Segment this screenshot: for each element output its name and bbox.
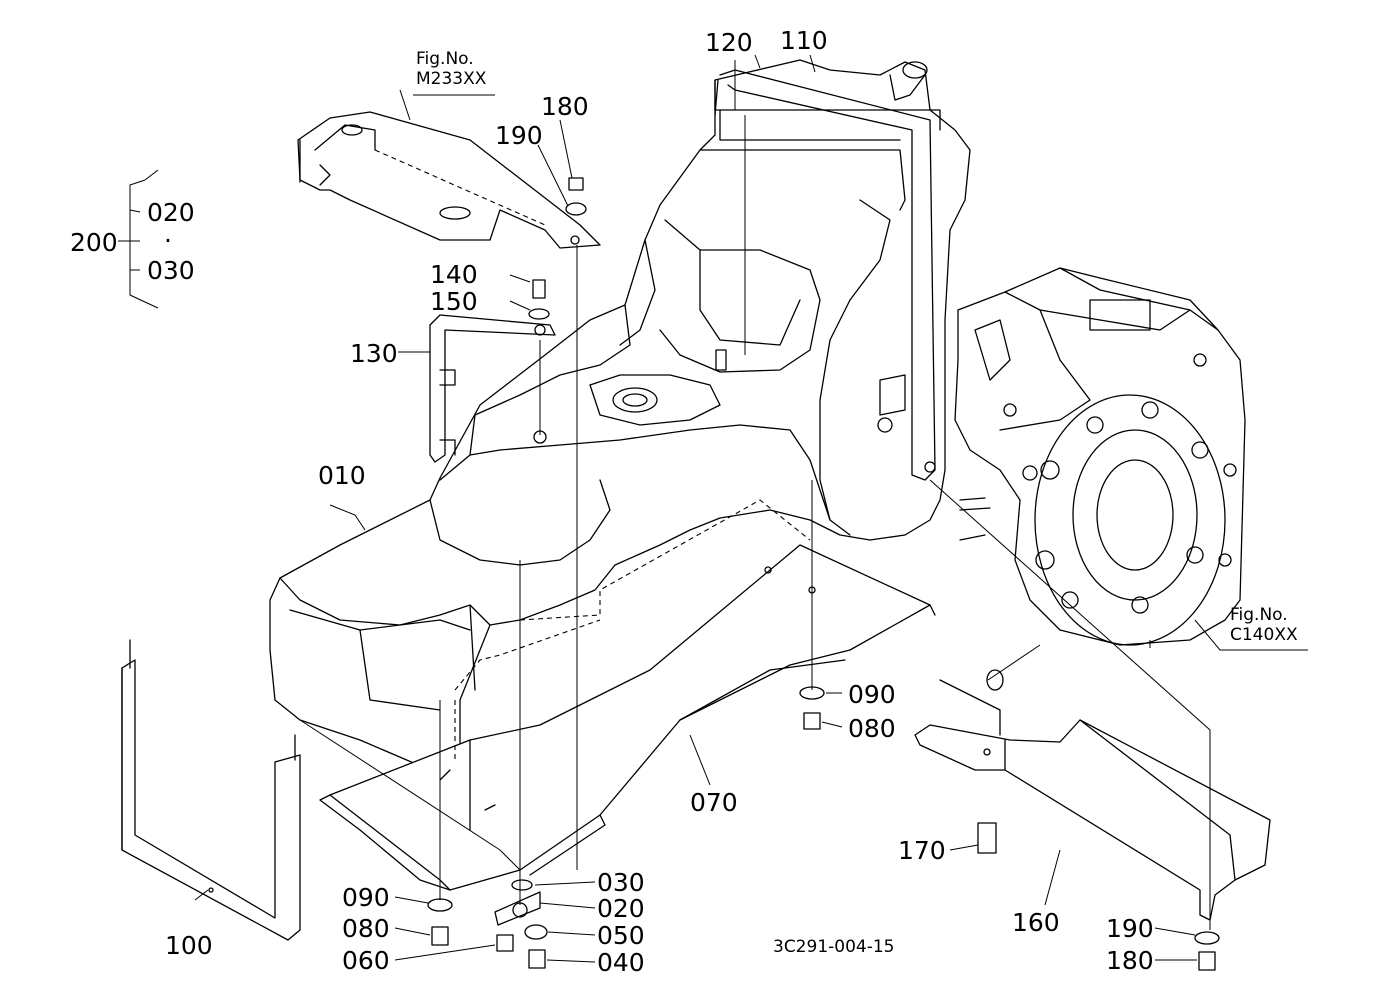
part-label-030: 030 bbox=[597, 868, 645, 897]
part-label-120: 120 bbox=[705, 28, 753, 57]
center-lines bbox=[299, 245, 1211, 930]
part-label-040: 040 bbox=[597, 948, 645, 977]
fig-ref-right[interactable]: Fig.No. C140XX bbox=[1230, 605, 1298, 645]
part-label-080-left: 080 bbox=[342, 914, 390, 943]
leader-lines bbox=[118, 54, 1255, 963]
group-label-separator: · bbox=[164, 226, 172, 255]
fuel-tank bbox=[269, 59, 971, 771]
fig-ref-underlines bbox=[413, 94, 1308, 651]
part-label-070: 070 bbox=[690, 788, 738, 817]
part-label-160: 160 bbox=[1012, 908, 1060, 937]
fig-ref-top-line1: Fig.No. bbox=[416, 49, 474, 69]
part-label-050: 050 bbox=[597, 921, 645, 950]
part-label-140: 140 bbox=[430, 260, 478, 289]
part-label-200: 200 bbox=[70, 228, 118, 257]
part-label-090-right: 090 bbox=[848, 680, 896, 709]
bracket-m233xx bbox=[297, 111, 601, 249]
strap-120 bbox=[714, 69, 936, 481]
transmission-housing bbox=[954, 267, 1246, 646]
strap-100 bbox=[121, 639, 301, 941]
bracket-130 bbox=[429, 314, 556, 463]
part-label-180-top: 180 bbox=[541, 92, 589, 121]
fig-ref-top[interactable]: Fig.No. M233XX bbox=[416, 49, 487, 89]
part-label-110: 110 bbox=[780, 26, 828, 55]
part-label-090-left: 090 bbox=[342, 883, 390, 912]
fig-ref-right-line2: C140XX bbox=[1230, 624, 1298, 645]
fig-ref-top-line2: M233XX bbox=[416, 68, 487, 89]
part-label-100: 100 bbox=[165, 931, 213, 960]
part-label-180-bottom: 180 bbox=[1106, 946, 1154, 975]
hardware bbox=[427, 177, 1220, 971]
group-label-030: 030 bbox=[147, 256, 195, 285]
part-label-080-right: 080 bbox=[848, 714, 896, 743]
part-label-010: 010 bbox=[318, 461, 366, 490]
fig-ref-right-line1: Fig.No. bbox=[1230, 605, 1288, 625]
bracket-160 bbox=[914, 669, 1271, 921]
part-label-190-top: 190 bbox=[495, 121, 543, 150]
part-label-060: 060 bbox=[342, 946, 390, 975]
part-label-150: 150 bbox=[430, 287, 478, 316]
drawing-code: 3C291-004-15 bbox=[773, 937, 895, 957]
part-label-020: 020 bbox=[597, 894, 645, 923]
part-label-190-bottom: 190 bbox=[1106, 914, 1154, 943]
part-label-130: 130 bbox=[350, 339, 398, 368]
part-label-170: 170 bbox=[898, 836, 946, 865]
group-label-020: 020 bbox=[147, 198, 195, 227]
support-070 bbox=[319, 544, 936, 891]
